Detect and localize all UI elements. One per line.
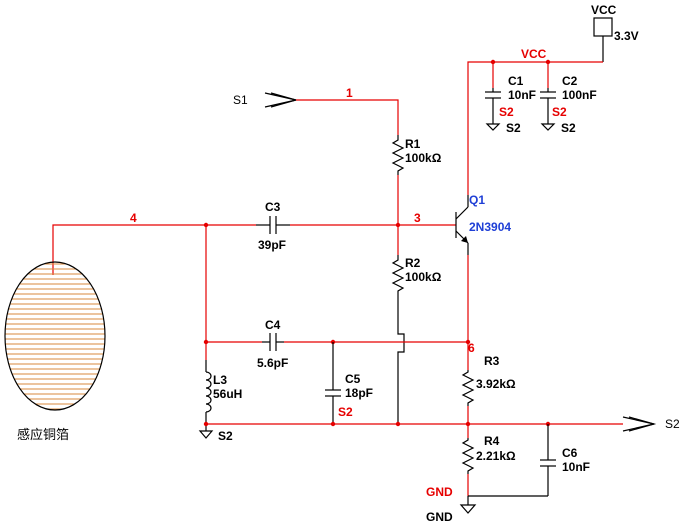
q1-ref: Q1 bbox=[469, 193, 485, 207]
c2-value: 100nF bbox=[562, 88, 597, 102]
net6-label: 6 bbox=[468, 341, 475, 355]
l3-ref: L3 bbox=[213, 373, 227, 387]
r3-body bbox=[461, 370, 475, 406]
ground-icon bbox=[459, 504, 477, 514]
inductor-l3[interactable]: L3 56uH S2 bbox=[198, 360, 242, 443]
junction-dot bbox=[465, 421, 471, 427]
c1-net-label: S2 bbox=[499, 105, 514, 119]
junction-dot bbox=[203, 421, 209, 427]
c6-ref: C6 bbox=[562, 446, 578, 460]
r4-value: 2.21kΩ bbox=[476, 449, 516, 463]
c4-ref: C4 bbox=[265, 318, 281, 332]
foil-stripes bbox=[5, 263, 105, 410]
vcc-wire bbox=[467, 61, 603, 195]
c4-value: 5.6pF bbox=[257, 356, 288, 370]
capacitor-c2[interactable]: C2 100nF S2 S2 bbox=[540, 74, 597, 135]
l3-ground-icon bbox=[198, 430, 214, 439]
s2-port[interactable]: S2 bbox=[622, 416, 680, 432]
s1-port-label: S1 bbox=[233, 93, 248, 107]
foil-label: 感应铜箔 bbox=[17, 427, 69, 443]
gnd-symbol: GND bbox=[426, 496, 477, 524]
capacitor-c5[interactable]: C5 18pF S2 bbox=[325, 342, 373, 424]
foil-outline bbox=[4, 261, 106, 411]
c6-value: 10nF bbox=[562, 460, 590, 474]
vcc-voltage-label: 3.3V bbox=[614, 29, 639, 43]
gnd-net-label: GND bbox=[426, 485, 453, 499]
capacitor-c6[interactable]: C6 10nF bbox=[540, 424, 590, 496]
r2-body bbox=[391, 255, 405, 296]
vcc-source[interactable]: VCC 3.3V bbox=[591, 3, 639, 62]
q1-value: 2N3904 bbox=[469, 220, 511, 234]
resistor-r2[interactable]: R2 100kΩ bbox=[391, 255, 442, 296]
c5-ref: C5 bbox=[345, 372, 361, 386]
r2-ref: R2 bbox=[405, 256, 421, 270]
capacitor-c3[interactable]: C3 39pF bbox=[256, 200, 290, 252]
c2-ref: C2 bbox=[562, 74, 578, 88]
r4-ref: R4 bbox=[484, 434, 500, 448]
capacitor-c1[interactable]: C1 10nF S2 S2 bbox=[485, 74, 536, 135]
net4-label: 4 bbox=[130, 211, 137, 225]
capacitor-c4[interactable]: C4 5.6pF bbox=[257, 318, 288, 370]
r4-body bbox=[461, 438, 475, 474]
c2-ground-icon bbox=[540, 123, 556, 131]
c1-value: 10nF bbox=[508, 88, 536, 102]
c2-ground-label: S2 bbox=[561, 121, 576, 135]
net1-wire bbox=[296, 99, 399, 135]
vcc-rail: VCC bbox=[467, 47, 603, 195]
q1-collector bbox=[455, 206, 469, 220]
r1-ref: R1 bbox=[405, 137, 421, 151]
r1-body bbox=[391, 135, 405, 175]
vcc-source-box bbox=[593, 17, 613, 37]
junction-dot bbox=[545, 59, 551, 65]
q1-emitter-arrow bbox=[461, 236, 468, 243]
junction-dot bbox=[395, 222, 401, 228]
junction-dot bbox=[395, 421, 401, 427]
c3-value: 39pF bbox=[258, 238, 286, 252]
junction-dot bbox=[330, 421, 336, 427]
r2-lead-crossover bbox=[397, 296, 405, 424]
resistor-r1[interactable]: R1 100kΩ bbox=[391, 135, 442, 175]
vcc-source-label: VCC bbox=[591, 3, 617, 17]
l3-coil bbox=[205, 371, 212, 413]
c1-ground-icon bbox=[485, 123, 501, 131]
r3-ref: R3 bbox=[484, 354, 500, 368]
r3-value: 3.92kΩ bbox=[476, 377, 516, 391]
c2-net-label: S2 bbox=[552, 105, 567, 119]
net4-wire bbox=[52, 224, 256, 275]
vcc-net-label: VCC bbox=[521, 47, 547, 61]
c3-ref: C3 bbox=[265, 200, 281, 214]
s1-port[interactable]: S1 bbox=[233, 92, 299, 108]
resistor-r4[interactable]: R4 2.21kΩ bbox=[461, 434, 516, 474]
c1-ref: C1 bbox=[508, 74, 524, 88]
s2-port-label: S2 bbox=[665, 417, 680, 431]
c5-net-label: S2 bbox=[338, 405, 353, 419]
copper-foil-sensor[interactable]: 感应铜箔 bbox=[0, 261, 110, 443]
l3-ground-label: S2 bbox=[218, 429, 233, 443]
c1-ground-label: S2 bbox=[506, 121, 521, 135]
junction-dot bbox=[465, 339, 471, 345]
s2-port-arrow-inner bbox=[628, 416, 657, 432]
junction-dot bbox=[490, 59, 496, 65]
resistor-r3[interactable]: R3 3.92kΩ bbox=[461, 354, 516, 406]
net3-label: 3 bbox=[414, 211, 421, 225]
r1-value: 100kΩ bbox=[405, 151, 442, 165]
c5-value: 18pF bbox=[345, 386, 373, 400]
r2-value: 100kΩ bbox=[405, 270, 442, 284]
junction-dot bbox=[203, 339, 209, 345]
transistor-q1[interactable]: Q1 2N3904 bbox=[455, 193, 511, 255]
gnd-symbol-label: GND bbox=[426, 510, 453, 524]
net1-label: 1 bbox=[346, 86, 353, 100]
l3-value: 56uH bbox=[213, 387, 242, 401]
